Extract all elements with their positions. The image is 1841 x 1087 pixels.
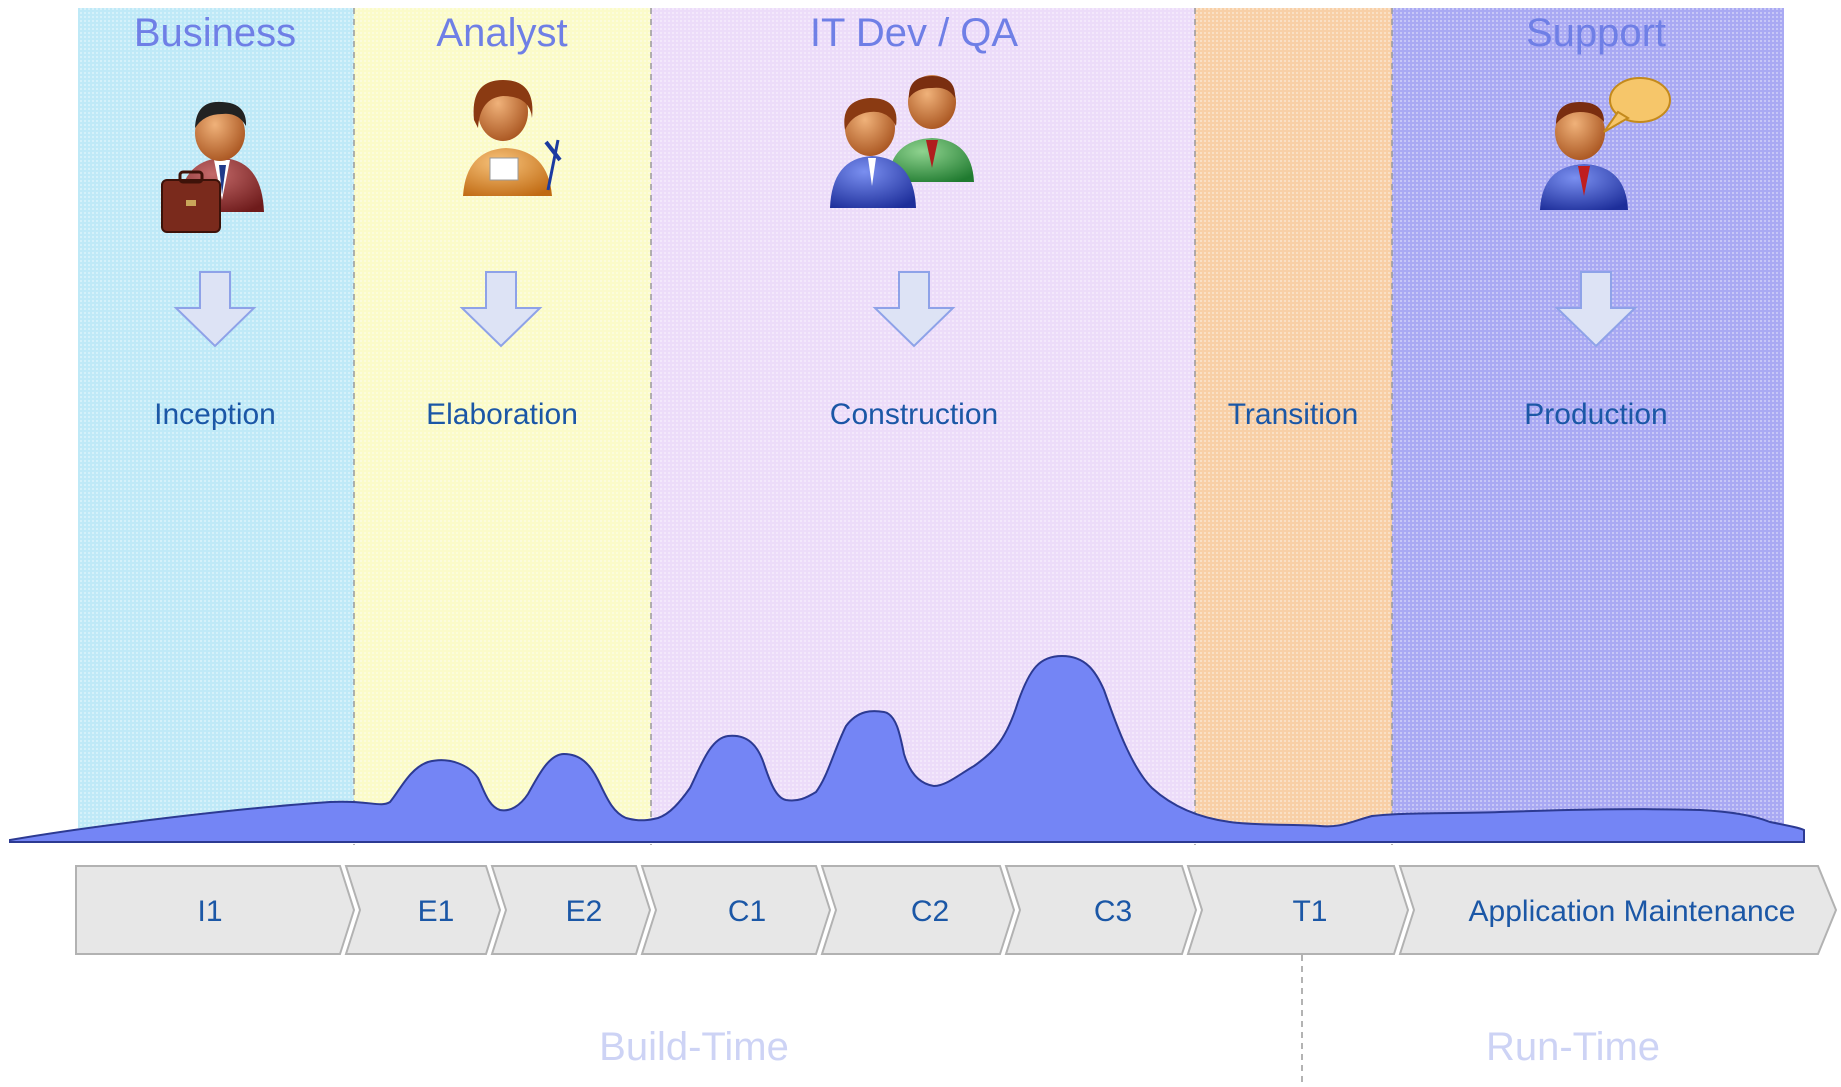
build-time-label: Build-Time	[599, 1025, 789, 1069]
iteration-label: C2	[911, 895, 949, 928]
phase-label-production: Production	[1524, 398, 1667, 431]
role-title-business: Business	[134, 11, 296, 55]
iteration-label: C1	[728, 895, 766, 928]
iteration-labels: I1 E1 E2 C1 C2 C3 T1 Application Mainten…	[197, 895, 1795, 928]
phase-label-transition: Transition	[1228, 398, 1359, 431]
iteration-label: I1	[197, 895, 222, 928]
iteration-label: Application Maintenance	[1469, 895, 1796, 928]
analyst-writing-icon	[463, 80, 562, 196]
iteration-chevron-c1	[640, 865, 832, 955]
run-time-label: Run-Time	[1486, 1025, 1660, 1069]
iteration-label: T1	[1292, 895, 1327, 928]
iteration-label: C3	[1094, 895, 1132, 928]
down-arrows	[173, 271, 1638, 348]
phase-label-inception: Inception	[154, 398, 276, 431]
phase-labels: Inception Elaboration Construction Trans…	[154, 398, 1668, 431]
down-arrow-icon	[1554, 271, 1638, 348]
iteration-label: E2	[566, 895, 603, 928]
down-arrow-icon	[459, 271, 543, 348]
down-arrow-icon	[872, 271, 956, 348]
role-title-itdev: IT Dev / QA	[810, 11, 1019, 55]
band-separators	[353, 8, 1393, 1087]
role-titles: Business Analyst IT Dev / QA Support	[134, 11, 1666, 55]
down-arrow-icon	[173, 271, 257, 348]
iteration-chevron-e2	[490, 865, 652, 955]
support-speech-bubble-icon	[1540, 77, 1671, 210]
iteration-chevrons	[75, 865, 1838, 955]
phase-label-elaboration: Elaboration	[426, 398, 578, 431]
businessman-briefcase-icon	[161, 101, 264, 233]
role-title-analyst: Analyst	[436, 11, 567, 55]
iteration-chevron-c2	[820, 865, 1016, 955]
iteration-chevron-c3	[1004, 865, 1198, 955]
iteration-chevron-i1	[75, 865, 356, 955]
developer-pair-icon	[830, 75, 974, 208]
effort-curve	[9, 654, 1805, 843]
iteration-chevron-t1	[1186, 865, 1410, 955]
iteration-label: E1	[418, 895, 455, 928]
iteration-chevron-e1	[344, 865, 502, 955]
phase-label-construction: Construction	[830, 398, 998, 431]
role-title-support: Support	[1526, 11, 1666, 55]
iteration-chevron-maintenance	[1398, 865, 1838, 955]
